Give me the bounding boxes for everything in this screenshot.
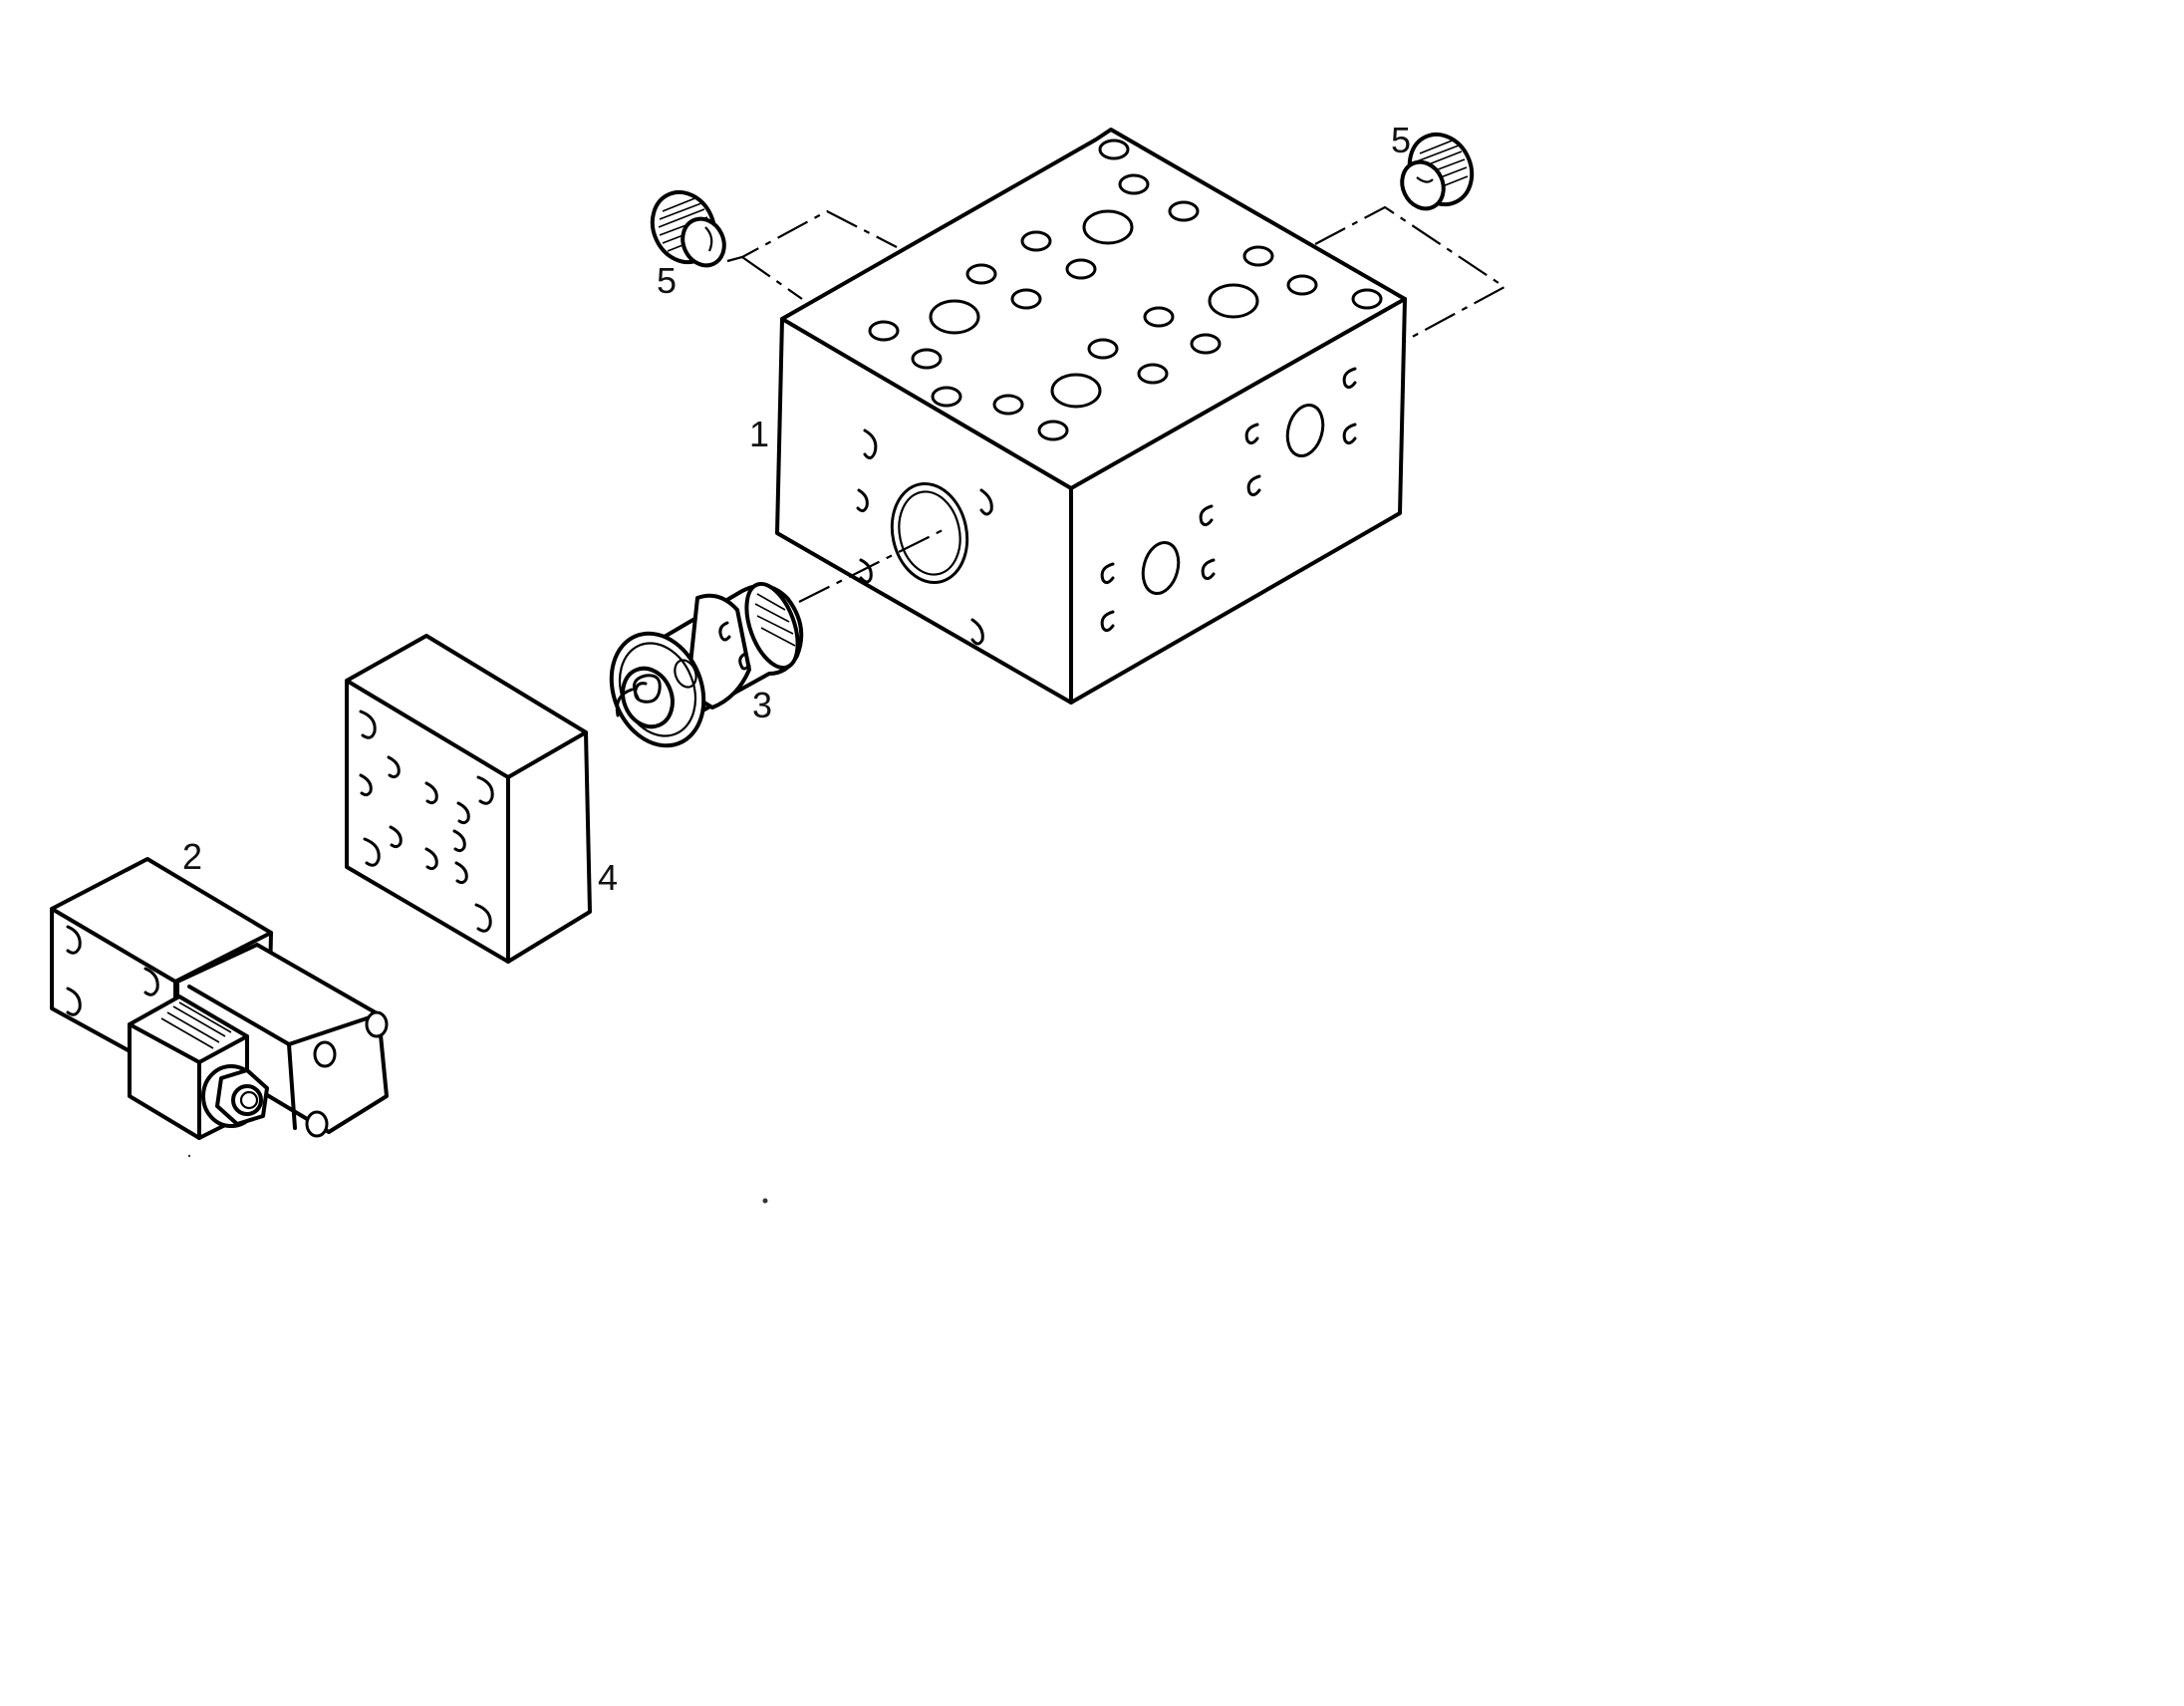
cover-plate-holes xyxy=(359,710,494,933)
plug-left xyxy=(650,189,726,268)
scan-speck xyxy=(187,1154,191,1158)
manifold-top-ports xyxy=(868,139,1383,441)
scan-speck xyxy=(762,1198,768,1204)
callout-solenoid-coil: 2 xyxy=(182,836,202,877)
manifold-right-ports xyxy=(1100,367,1357,633)
solenoid-coil xyxy=(50,857,389,1140)
callout-manifold-block: 1 xyxy=(749,414,769,454)
callout-cover-plate: 4 xyxy=(598,857,618,898)
callout-cartridge-valve: 3 xyxy=(752,685,772,725)
callout-plug-left: 5 xyxy=(657,260,677,301)
manifold-left-ports xyxy=(856,428,993,646)
cover-plate xyxy=(345,634,592,964)
plug-right xyxy=(1400,132,1475,211)
manifold-block xyxy=(775,128,1407,705)
assembly-axes xyxy=(726,205,1507,603)
cartridge-valve xyxy=(609,581,804,748)
callout-plug-right: 5 xyxy=(1391,120,1411,160)
